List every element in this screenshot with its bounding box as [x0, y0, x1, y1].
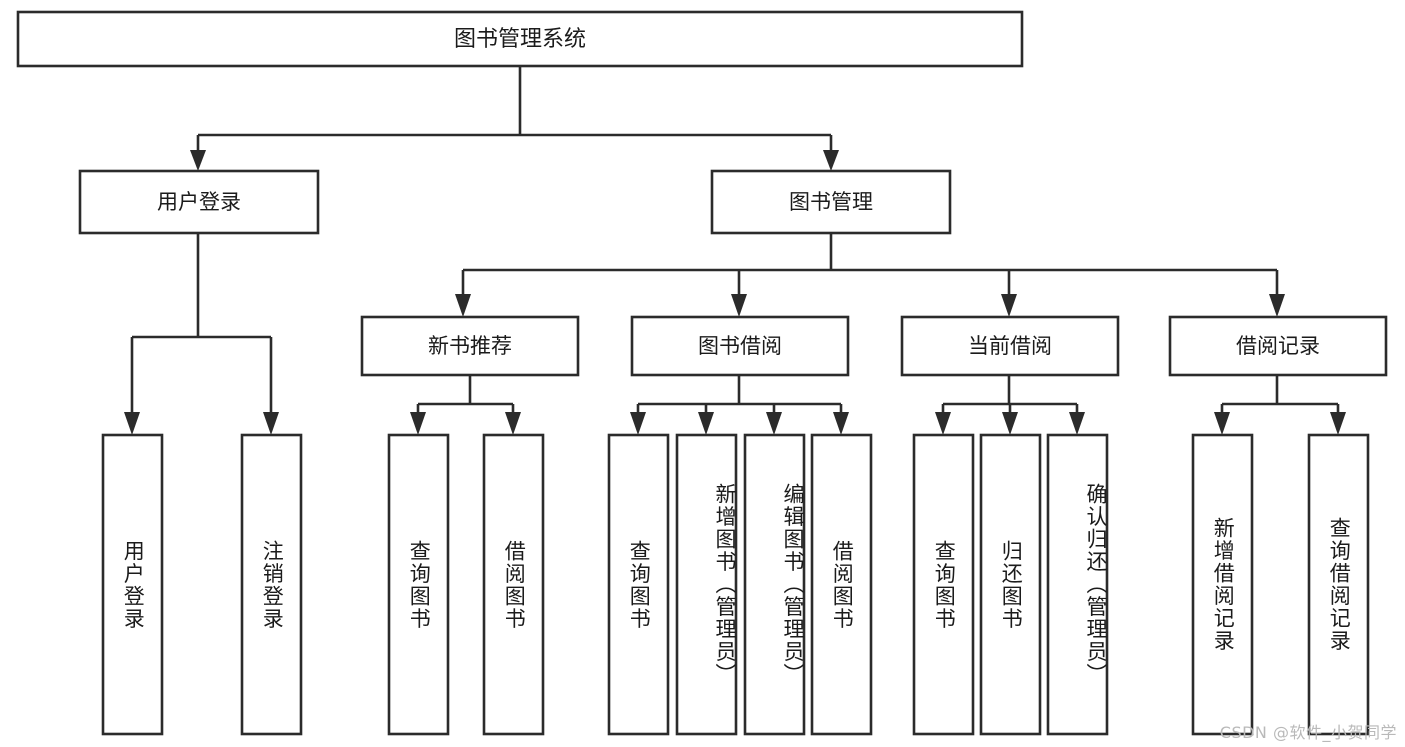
node-label-root: 图书管理系统: [454, 27, 586, 52]
connector-group-user-login: [124, 233, 279, 435]
arrow-head-book-borrow: [731, 294, 747, 317]
arrow-head-leaf-query-book-2: [630, 412, 646, 435]
connector-group-new-book-recommend: [410, 375, 521, 435]
node-box-borrow-record[interactable]: [1168, 315, 1388, 377]
arrow-head-new-book-recommend: [455, 294, 471, 317]
arrow-head-leaf-logout-login: [263, 412, 279, 435]
arrow-head-leaf-query-book-1: [410, 412, 426, 435]
node-box-current-borrow[interactable]: [900, 315, 1120, 377]
csdn-watermark: CSDN @软件_小贺同学: [1219, 723, 1397, 742]
node-label-new-book-recommend: 新书推荐: [428, 334, 512, 358]
node-box-book-management[interactable]: [710, 169, 952, 235]
arrow-head-leaf-confirm-return: [1069, 412, 1085, 435]
node-box-leaf-add-book[interactable]: [675, 433, 738, 736]
node-box-user-login[interactable]: [78, 169, 320, 235]
node-box-book-borrow[interactable]: [630, 315, 850, 377]
arrow-head-current-borrow: [1001, 294, 1017, 317]
arrow-head-user-login: [190, 150, 206, 171]
connector-group-current-borrow: [935, 375, 1085, 435]
node-box-leaf-edit-book[interactable]: [743, 433, 806, 736]
node-box-leaf-borrow-book-1[interactable]: [482, 433, 545, 736]
node-label-user-login: 用户登录: [157, 190, 241, 214]
node-label-borrow-record: 借阅记录: [1236, 334, 1320, 358]
node-box-leaf-confirm-return[interactable]: [1046, 433, 1109, 736]
node-box-leaf-borrow-book-2[interactable]: [810, 433, 873, 736]
node-label-current-borrow: 当前借阅: [968, 334, 1052, 358]
arrow-head-leaf-return-book: [1002, 412, 1018, 435]
node-box-leaf-query-book-2[interactable]: [607, 433, 670, 736]
arrow-head-leaf-borrow-book-2: [833, 412, 849, 435]
node-box-leaf-return-book[interactable]: [979, 433, 1042, 736]
node-label-book-management: 图书管理: [789, 190, 873, 214]
connector-group-book-borrow: [630, 375, 849, 435]
arrow-head-leaf-add-book: [698, 412, 714, 435]
node-box-leaf-add-borrow-record[interactable]: [1191, 433, 1254, 736]
node-box-new-book-recommend[interactable]: [360, 315, 580, 377]
arrow-head-leaf-borrow-book-1: [505, 412, 521, 435]
arrow-head-book-management: [823, 150, 839, 171]
node-box-leaf-logout-login[interactable]: [240, 433, 303, 736]
arrow-head-leaf-query-book-3: [935, 412, 951, 435]
arrow-head-leaf-edit-book: [766, 412, 782, 435]
node-label-book-borrow: 图书借阅: [698, 334, 782, 358]
arrow-head-leaf-user-login: [124, 412, 140, 435]
node-box-leaf-query-book-1[interactable]: [387, 433, 450, 736]
node-box-leaf-query-borrow-record[interactable]: [1307, 433, 1370, 736]
arrow-head-borrow-record: [1269, 294, 1285, 317]
connector-group-borrow-record: [1214, 375, 1346, 435]
node-box-root[interactable]: [16, 10, 1024, 68]
arrow-head-leaf-query-borrow-record: [1330, 412, 1346, 435]
arrow-head-leaf-add-borrow-record: [1214, 412, 1230, 435]
connector-group-root: [190, 66, 839, 171]
node-box-leaf-query-book-3[interactable]: [912, 433, 975, 736]
node-box-leaf-user-login[interactable]: [101, 433, 164, 736]
connector-group-book-management: [455, 233, 1285, 317]
